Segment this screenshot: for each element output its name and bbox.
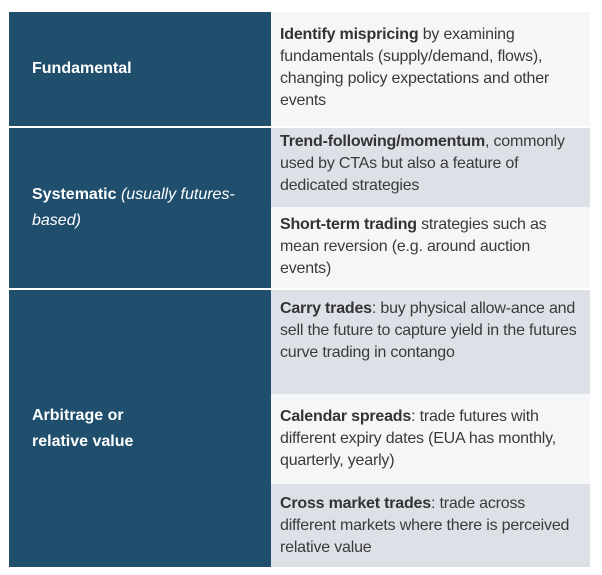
strategy-cell: Calendar spreads: trade futures with dif… — [271, 394, 590, 484]
strategy-title: Calendar spreads — [280, 408, 412, 425]
strategy-title: Cross market trades — [280, 495, 431, 512]
strategy-title: Short-term trading — [280, 216, 417, 233]
strategy-title: Trend-following/momentum — [280, 133, 485, 150]
strategy-cell: Identify mispricing by examining fundame… — [271, 12, 590, 126]
strategy-title: Carry trades — [280, 300, 372, 317]
strategy-cell: Short-term trading strategies such as me… — [271, 207, 590, 288]
strategy-description: : buy physical allow-ance and sell the f… — [280, 300, 577, 361]
table-row-fundamental: Fundamental Identify mispricing by exami… — [9, 12, 590, 126]
table-row-systematic: Systematic (usually futures-based) Trend… — [9, 128, 590, 288]
strategy-description: by examining fundamentals (supply/demand… — [280, 26, 550, 109]
category-label: Arbitrage or relative value — [32, 406, 134, 450]
category-cell: Fundamental — [9, 12, 271, 126]
table-row-arbitrage: Arbitrage or relative value Carry trades… — [9, 290, 590, 567]
strategy-description: , commonly used by CTAs but also a featu… — [280, 133, 565, 194]
strategy-description: : trade futures with different expiry da… — [280, 408, 556, 469]
category-cell: Systematic (usually futures-based) — [9, 128, 271, 288]
category-label: Systematic — [32, 186, 117, 203]
category-note: (usually futures-based) — [32, 186, 235, 229]
strategy-cell: Cross market trades: trade across differ… — [271, 484, 590, 567]
strategy-cell: Trend-following/momentum, commonly used … — [271, 128, 590, 207]
strategy-table: Fundamental Identify mispricing by exami… — [9, 12, 590, 569]
strategy-title: Identify mispricing — [280, 26, 419, 43]
category-cell: Arbitrage or relative value — [9, 290, 271, 567]
strategy-description: : trade across different markets where t… — [280, 495, 570, 556]
strategy-cell: Carry trades: buy physical allow-ance an… — [271, 290, 590, 394]
strategy-description: strategies such as mean reversion (e.g. … — [280, 216, 547, 277]
category-label: Fundamental — [32, 60, 132, 77]
